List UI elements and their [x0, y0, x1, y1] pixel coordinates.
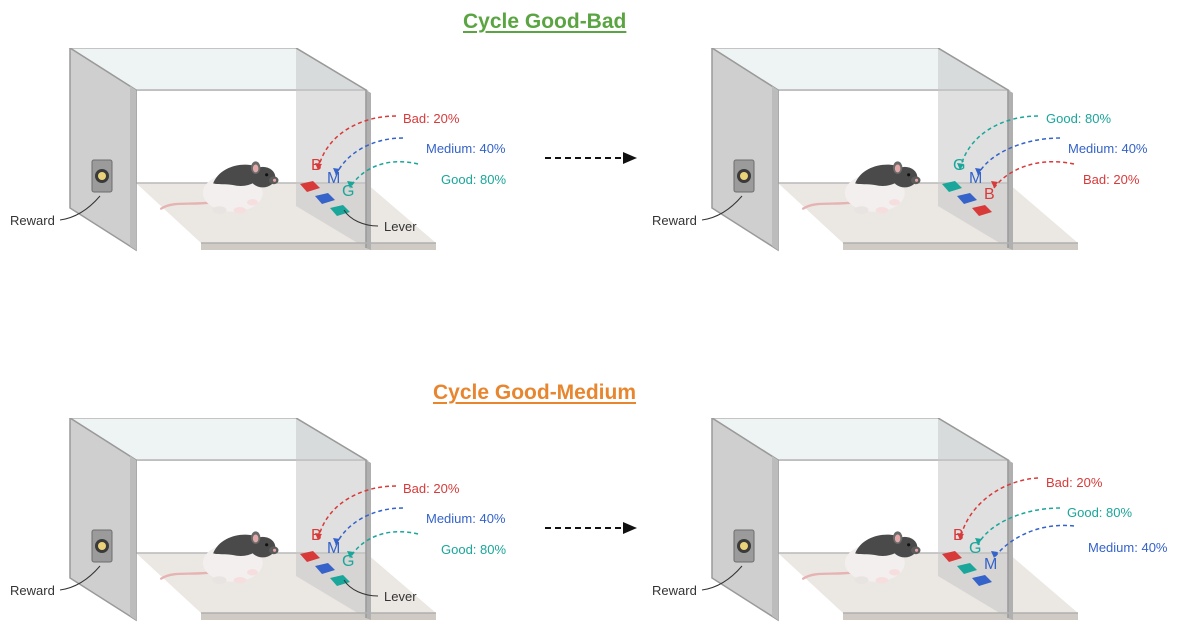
lever-letter-2: M	[969, 170, 983, 187]
reward-pointer	[59, 195, 101, 221]
lever-bad[interactable]	[300, 181, 320, 192]
lever-label: Lever	[384, 219, 417, 234]
transition-arrow-2	[545, 522, 637, 534]
prob-label-1: Bad: 20%	[403, 481, 460, 496]
reward-label: Reward	[652, 583, 697, 598]
operant-chamber	[69, 48, 437, 251]
lever-label: Lever	[384, 589, 417, 604]
prob-label-3: Medium: 40%	[1088, 540, 1168, 555]
lever-pointer	[343, 209, 379, 227]
lever-bad[interactable]	[300, 551, 320, 562]
reward-pointer	[701, 195, 743, 221]
lever-letter-1: B	[311, 157, 322, 174]
chamber-panel-good-bad-before: B M G Bad: 20% Medium: 40% Good: 80% Rew…	[0, 40, 560, 270]
section-title-good-medium: Cycle Good-Medium	[433, 381, 637, 404]
prob-label-3: Good: 80%	[441, 172, 507, 187]
operant-chamber	[711, 418, 1079, 621]
lever-good[interactable]	[330, 205, 350, 216]
prob-label-2: Good: 80%	[1067, 505, 1133, 520]
lever-medium[interactable]	[315, 193, 335, 204]
lever-letter-1: G	[953, 157, 966, 174]
reward-label: Reward	[10, 583, 55, 598]
lever-letter-2: M	[327, 540, 341, 557]
lever-letter-3: G	[342, 553, 355, 570]
lever-medium[interactable]	[972, 575, 992, 586]
lever-letter-3: B	[984, 186, 995, 203]
lever-letter-3: G	[342, 183, 355, 200]
lever-letter-3: M	[984, 556, 998, 573]
arrow-bad	[317, 115, 397, 171]
lever-bad[interactable]	[972, 205, 992, 216]
reward-label: Reward	[652, 213, 697, 228]
prob-label-1: Bad: 20%	[403, 111, 460, 126]
prob-label-3: Good: 80%	[441, 542, 507, 557]
lever-good[interactable]	[330, 575, 350, 586]
prob-label-1: Good: 80%	[1046, 111, 1112, 126]
lever-pointer	[343, 579, 379, 597]
lever-bad[interactable]	[942, 551, 962, 562]
transition-arrow-1	[545, 152, 637, 164]
chamber-panel-good-bad-after: G M B Good: 80% Medium: 40% Bad: 20% Rew…	[642, 40, 1184, 270]
section-title-good-bad: Cycle Good-Bad	[463, 10, 627, 33]
lever-letter-2: G	[969, 540, 982, 557]
operant-chamber	[69, 418, 437, 621]
lever-good[interactable]	[942, 181, 962, 192]
reward-pointer	[59, 565, 101, 591]
lever-letter-2: M	[327, 170, 341, 187]
chamber-panel-good-medium-before: B M G Bad: 20% Medium: 40% Good: 80% Rew…	[0, 410, 560, 640]
operant-chamber	[711, 48, 1079, 251]
lever-medium[interactable]	[315, 563, 335, 574]
lever-medium[interactable]	[957, 193, 977, 204]
reward-pointer	[701, 565, 743, 591]
prob-label-2: Medium: 40%	[426, 511, 506, 526]
prob-label-1: Bad: 20%	[1046, 475, 1103, 490]
reward-label: Reward	[10, 213, 55, 228]
prob-label-3: Bad: 20%	[1083, 172, 1140, 187]
lever-letter-1: B	[953, 527, 964, 544]
prob-label-2: Medium: 40%	[426, 141, 506, 156]
chamber-panel-good-medium-after: B G M Bad: 20% Good: 80% Medium: 40% Rew…	[642, 410, 1184, 640]
lever-good[interactable]	[957, 563, 977, 574]
lever-letter-1: B	[311, 527, 322, 544]
prob-label-2: Medium: 40%	[1068, 141, 1148, 156]
